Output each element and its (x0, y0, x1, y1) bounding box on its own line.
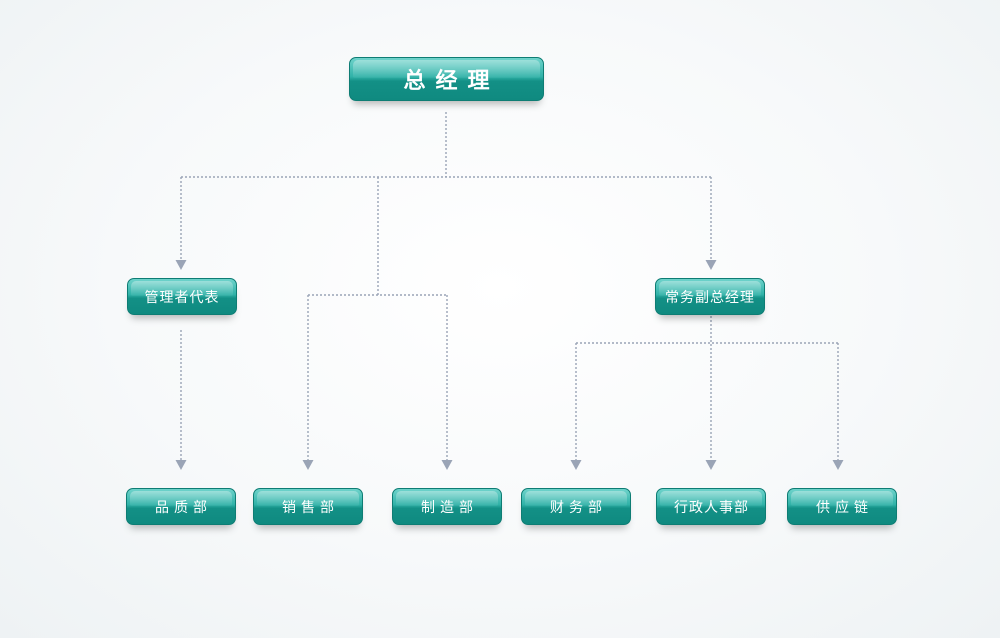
node-supply-chain-label: 供应链 (816, 499, 873, 516)
node-quality-department-label: 品质部 (155, 499, 212, 516)
arrow-to-admin-hr (705, 460, 717, 470)
node-sales-department-label: 销售部 (282, 499, 339, 516)
arrow-to-sales (302, 460, 314, 470)
arrow-to-supply-chain (832, 460, 844, 470)
node-general-manager-label: 总经理 (403, 69, 500, 94)
node-supply-chain: 供应链 (787, 488, 897, 525)
arrow-to-quality (175, 460, 187, 470)
node-finance-department-label: 财务部 (550, 499, 607, 516)
node-management-representative-label: 管理者代表 (144, 289, 220, 306)
arrow-to-deputy-gm (705, 260, 717, 270)
arrow-to-management-rep (175, 260, 187, 270)
arrow-to-finance (570, 460, 582, 470)
node-manufacturing-department-label: 制造部 (421, 499, 478, 516)
node-manufacturing-department: 制造部 (392, 488, 502, 525)
node-admin-hr-department: 行政人事部 (656, 488, 766, 525)
arrow-to-manufacturing (441, 460, 453, 470)
node-executive-deputy-gm-label: 常务副总经理 (665, 289, 755, 306)
node-admin-hr-department-label: 行政人事部 (674, 499, 749, 516)
node-quality-department: 品质部 (126, 488, 236, 525)
node-sales-department: 销售部 (253, 488, 363, 525)
node-executive-deputy-gm: 常务副总经理 (655, 278, 765, 315)
node-management-representative: 管理者代表 (127, 278, 237, 315)
node-general-manager: 总经理 (349, 57, 544, 101)
node-finance-department: 财务部 (521, 488, 631, 525)
